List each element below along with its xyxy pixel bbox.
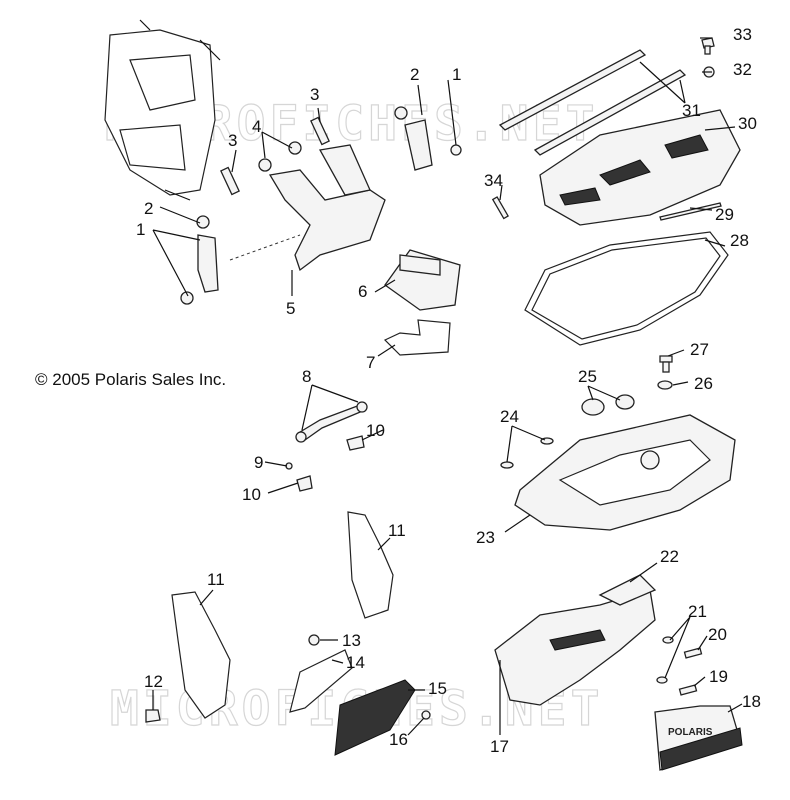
- caps-25: [581, 394, 635, 416]
- callout-33: 33: [733, 25, 752, 44]
- callout-31: 31: [682, 101, 701, 120]
- washer-21: [656, 636, 674, 684]
- callout-2-left: 2: [144, 199, 153, 218]
- callout-32: 32: [733, 60, 752, 79]
- callout-18: 18: [742, 692, 761, 711]
- pin-34: [491, 196, 509, 220]
- callout-22: 22: [660, 547, 679, 566]
- callout-11-left: 11: [207, 570, 225, 589]
- callout-24: 24: [500, 407, 519, 426]
- bolt-20: [683, 647, 703, 659]
- storage-rails: [498, 49, 687, 156]
- callout-23: 23: [476, 528, 495, 547]
- callout-10-lower: 10: [242, 485, 261, 504]
- mesh-panel-15: [334, 679, 416, 756]
- callout-8: 8: [302, 367, 311, 386]
- washer-26: [657, 380, 673, 390]
- front-rack-bracket: [229, 144, 386, 272]
- rear-rack-tray: [539, 109, 741, 226]
- callout-29: 29: [715, 205, 734, 224]
- seal-28: [524, 231, 729, 346]
- callout-7: 7: [366, 353, 375, 372]
- left-bracket: [180, 215, 219, 305]
- leader-lines: [152, 37, 743, 736]
- clip-10-lower: [296, 475, 313, 492]
- callout-2-top: 2: [410, 65, 419, 84]
- bracket-14: [289, 649, 353, 713]
- screw-33: [701, 37, 715, 55]
- callout-11-right: 11: [388, 521, 406, 540]
- callout-21: 21: [688, 602, 707, 621]
- callout-4: 4: [252, 117, 261, 136]
- callout-3-top: 3: [310, 85, 319, 104]
- bolt-3-left: [220, 166, 240, 196]
- gasket-plate: [383, 319, 451, 356]
- nut-4: [258, 141, 302, 172]
- callout-6: 6: [358, 282, 367, 301]
- callout-3-left: 3: [228, 131, 237, 150]
- callout-26: 26: [694, 374, 713, 393]
- callout-16: 16: [389, 730, 408, 749]
- bolt-19: [678, 684, 698, 696]
- screw-16: [421, 710, 431, 720]
- splash-guard-11-left: [171, 591, 231, 719]
- callout-20: 20: [708, 625, 727, 644]
- center-bracket: [394, 106, 462, 171]
- brand-logo-text: POLARIS: [668, 727, 713, 738]
- bolt-3-center: [310, 116, 330, 146]
- clip-10-upper: [346, 435, 365, 451]
- callout-17: 17: [490, 737, 509, 756]
- callout-5: 5: [286, 299, 295, 318]
- callout-1-left: 1: [136, 220, 145, 239]
- screw-13: [308, 634, 320, 646]
- callout-10-upper: 10: [366, 421, 385, 440]
- front-fender-tub: [514, 414, 736, 531]
- callout-labels: 33 32 31 30 34 29 28 1 2 3 4 3 2 1 5 6 7…: [136, 25, 761, 756]
- frame-assembly: [104, 19, 221, 201]
- callout-19: 19: [709, 667, 728, 686]
- screw-27: [659, 355, 673, 373]
- front-bumper-17: [494, 589, 656, 706]
- bumper-top-22: [598, 574, 657, 606]
- callout-14: 14: [346, 653, 365, 672]
- front-panel-18: POLARIS: [654, 705, 743, 771]
- cable-bracket-8: [295, 401, 368, 443]
- callout-15: 15: [428, 679, 447, 698]
- callout-30: 30: [738, 114, 757, 133]
- strip-29: [659, 202, 722, 221]
- callout-9: 9: [254, 453, 263, 472]
- copyright-notice: © 2005 Polaris Sales Inc.: [35, 370, 226, 389]
- callout-1-top: 1: [452, 65, 461, 84]
- electronic-module: [384, 249, 461, 311]
- splash-guard-11-right: [347, 511, 394, 619]
- callout-13: 13: [342, 631, 361, 650]
- callout-34: 34: [484, 171, 503, 190]
- callout-12: 12: [144, 672, 163, 691]
- callout-27: 27: [690, 340, 709, 359]
- callout-25: 25: [578, 367, 597, 386]
- callout-28: 28: [730, 231, 749, 250]
- screw-12: [145, 709, 161, 723]
